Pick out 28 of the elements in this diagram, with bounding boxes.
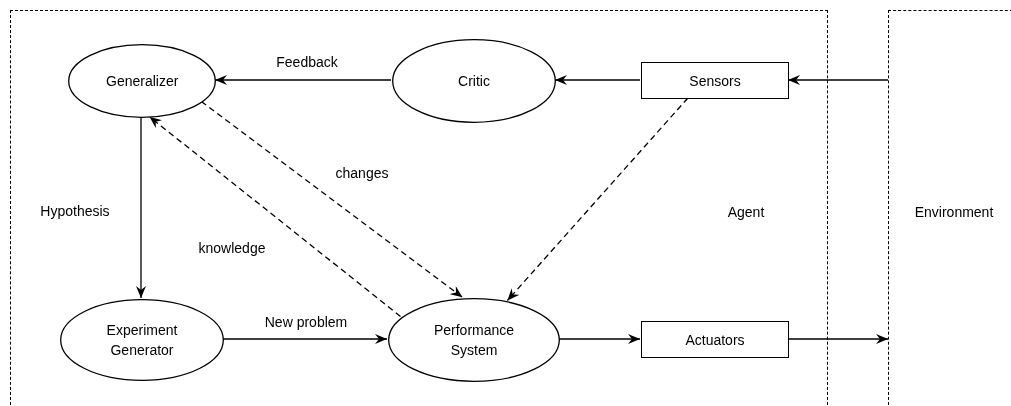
node-label: Critic bbox=[457, 72, 491, 91]
dashed-region bbox=[888, 10, 1011, 406]
node-label: Generalizer bbox=[105, 72, 180, 91]
ellipse-node bbox=[60, 299, 224, 381]
region-label: Agent bbox=[726, 203, 766, 222]
edge-label: Hypothesis bbox=[38, 202, 112, 220]
node-label: Actuators bbox=[684, 330, 746, 350]
arrow bbox=[148, 116, 402, 318]
node-label: Experiment Generator bbox=[105, 321, 179, 360]
region-label: Environment bbox=[913, 203, 995, 222]
arrow bbox=[214, 75, 392, 85]
ellipse-node bbox=[392, 39, 556, 123]
edge-label: changes bbox=[333, 164, 391, 182]
arrow bbox=[136, 116, 146, 299]
arrow bbox=[506, 97, 689, 302]
ellipse-node bbox=[388, 298, 560, 382]
arrow bbox=[787, 334, 889, 344]
edge-label: New problem bbox=[262, 313, 350, 331]
process-box bbox=[641, 321, 789, 358]
node-label: Sensors bbox=[688, 71, 742, 91]
arrow bbox=[554, 75, 641, 85]
ellipse-node bbox=[68, 44, 216, 118]
arrow bbox=[200, 100, 464, 298]
dashed-region bbox=[10, 10, 828, 406]
edge-label: knowledge bbox=[196, 239, 268, 257]
arrow bbox=[787, 75, 889, 85]
process-box bbox=[641, 62, 789, 99]
node-label: Performance System bbox=[432, 321, 516, 360]
